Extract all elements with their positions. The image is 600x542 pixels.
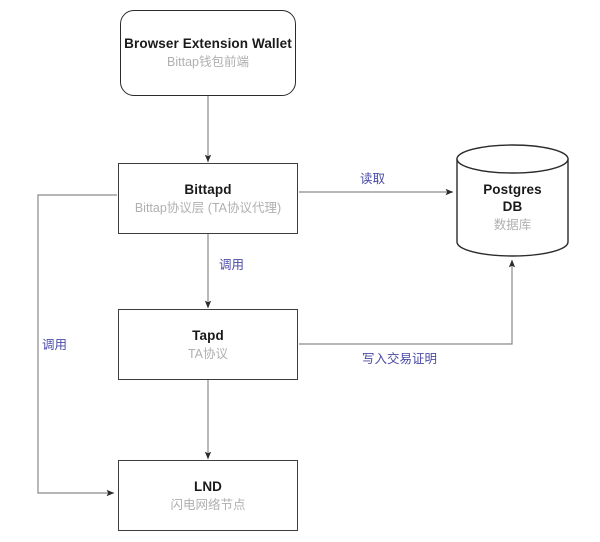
edge-tapd-postgres	[299, 259, 516, 345]
edge-label-call-bittapd-lnd: 调用	[42, 338, 68, 352]
node-bittapd[interactable]: Bittapd Bittap协议层 (TA协议代理)	[118, 163, 298, 234]
node-title: Tapd	[192, 327, 224, 343]
node-title: Browser Extension Wallet	[124, 36, 292, 51]
edge-label-call-bittapd-tapd: 调用	[219, 258, 245, 272]
edge-label-write-tx-proof: 写入交易证明	[362, 352, 438, 366]
node-subtitle: Bittap协议层 (TA协议代理)	[134, 200, 282, 215]
node-tapd[interactable]: Tapd TA协议	[118, 309, 298, 380]
node-subtitle: TA协议	[187, 346, 229, 361]
node-subtitle: 闪电网络节点	[170, 497, 246, 512]
node-browser-extension-wallet[interactable]: Browser Extension Wallet Bittap钱包前端	[120, 10, 296, 96]
node-subtitle: Bittap钱包前端	[167, 55, 249, 69]
edge-bittapd-lnd	[37, 194, 117, 497]
node-lnd[interactable]: LND 闪电网络节点	[118, 460, 298, 531]
node-title: LND	[193, 478, 223, 494]
node-title: Bittapd	[184, 181, 232, 197]
postgres-db-cylinder-shape	[456, 144, 569, 257]
edge-label-read: 读取	[360, 172, 386, 186]
